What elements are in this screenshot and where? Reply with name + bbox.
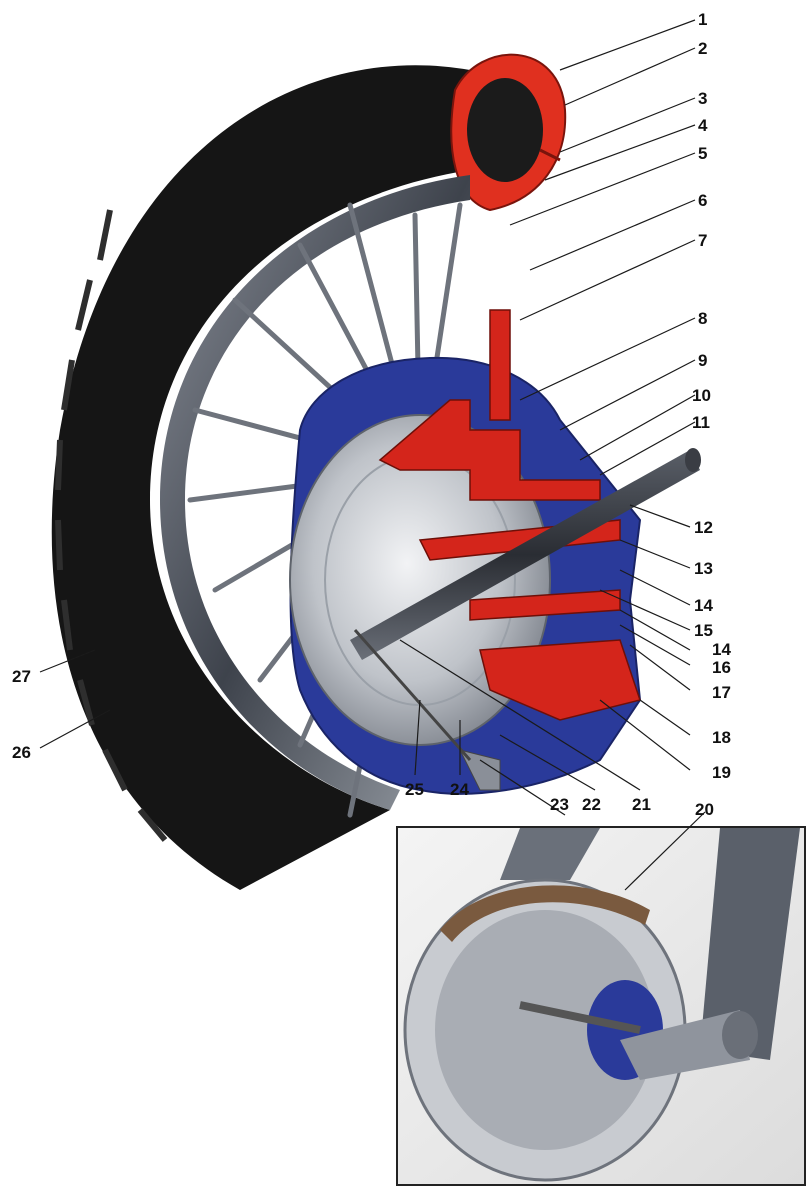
callout-11: 11 [692, 413, 710, 432]
callout-19: 19 [712, 763, 731, 782]
callout-labels: 1 2 3 4 5 6 7 8 9 10 11 12 13 14 15 14 1… [12, 10, 731, 819]
axle [350, 448, 701, 660]
callout-13: 13 [694, 559, 713, 578]
callout-6: 6 [698, 191, 707, 210]
brake-inset [396, 826, 806, 1186]
callout-20: 20 [695, 800, 714, 819]
callout-14a: 14 [694, 596, 713, 615]
brake-lever [353, 629, 501, 791]
callout-9: 9 [698, 351, 707, 370]
callout-27: 27 [12, 667, 31, 686]
callout-8: 8 [698, 309, 707, 328]
callout-5: 5 [698, 144, 707, 163]
callout-7: 7 [698, 231, 707, 250]
callout-26: 26 [12, 743, 31, 762]
callout-4: 4 [698, 116, 708, 135]
callout-14b: 14 [712, 640, 731, 659]
callout-25: 25 [405, 780, 424, 799]
callout-24: 24 [450, 780, 469, 799]
callout-17: 17 [712, 683, 731, 702]
callout-21: 21 [632, 795, 651, 814]
callout-15: 15 [694, 621, 713, 640]
callout-16: 16 [712, 658, 731, 677]
leader-lines [39, 19, 706, 891]
callout-10: 10 [692, 386, 711, 405]
tire-cross-section [450, 53, 567, 212]
callout-2: 2 [698, 39, 707, 58]
callout-22: 22 [582, 795, 601, 814]
callout-3: 3 [698, 89, 707, 108]
tire [51, 65, 471, 891]
callout-18: 18 [712, 728, 731, 747]
callout-1: 1 [698, 10, 707, 29]
callout-12: 12 [694, 518, 713, 537]
callout-23: 23 [550, 795, 569, 814]
